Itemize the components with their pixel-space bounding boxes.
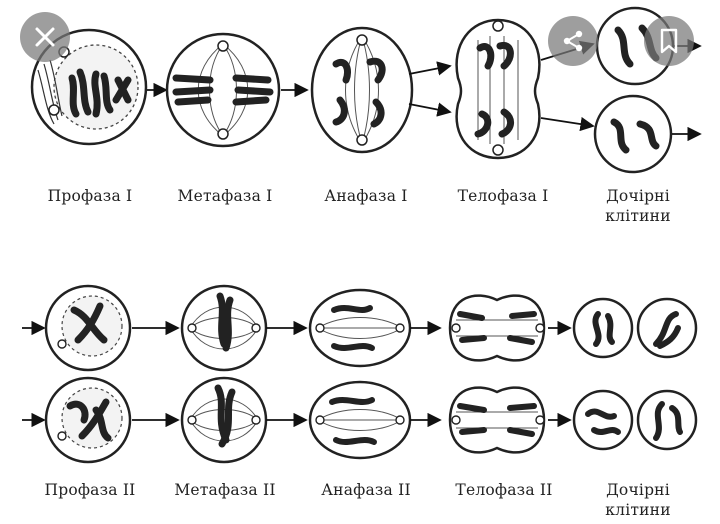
label-prophase-1: Профаза I	[47, 187, 133, 205]
daughter-cell-2a	[572, 297, 634, 359]
close-button[interactable]	[20, 12, 70, 62]
cell-telophase-1	[455, 18, 541, 160]
share-button[interactable]	[548, 16, 598, 66]
label-metaphase-2: Метафаза II	[174, 481, 276, 499]
cell-prophase-2-top	[44, 284, 132, 372]
cell-telophase-2-top	[448, 294, 546, 362]
label-daughter-2-line1: Дочірні	[606, 481, 670, 499]
label-daughter-1-line2: клітини	[605, 207, 671, 225]
cell-telophase-2-bottom	[448, 386, 546, 454]
daughter-cell-2d	[636, 389, 698, 451]
daughter-cell-2b	[636, 297, 698, 359]
cell-metaphase-2-bottom	[180, 376, 268, 464]
label-metaphase-1: Метафаза I	[177, 187, 273, 205]
cell-anaphase-2-top	[308, 288, 412, 368]
cell-metaphase-1	[165, 32, 281, 148]
label-daughter-1-line1: Дочірні	[606, 187, 670, 205]
bookmark-button[interactable]	[644, 16, 694, 66]
cell-prophase-2-bottom	[44, 376, 132, 464]
bookmark-icon	[660, 28, 678, 54]
cell-prophase-1	[30, 28, 148, 146]
label-anaphase-2: Анафаза II	[321, 481, 411, 499]
label-daughter-2-line2: клітини	[605, 501, 671, 519]
cell-anaphase-1	[310, 26, 414, 154]
cell-anaphase-2-bottom	[308, 380, 412, 460]
label-telophase-2: Телофаза II	[455, 481, 553, 499]
label-anaphase-1: Анафаза I	[324, 187, 408, 205]
daughter-cell-1b	[593, 94, 673, 174]
daughter-cell-2c	[572, 389, 634, 451]
share-icon	[563, 30, 583, 52]
cell-metaphase-2-top	[180, 284, 268, 372]
label-telophase-1: Телофаза I	[457, 187, 549, 205]
close-icon	[35, 27, 55, 47]
label-prophase-2: Профаза II	[44, 481, 136, 499]
